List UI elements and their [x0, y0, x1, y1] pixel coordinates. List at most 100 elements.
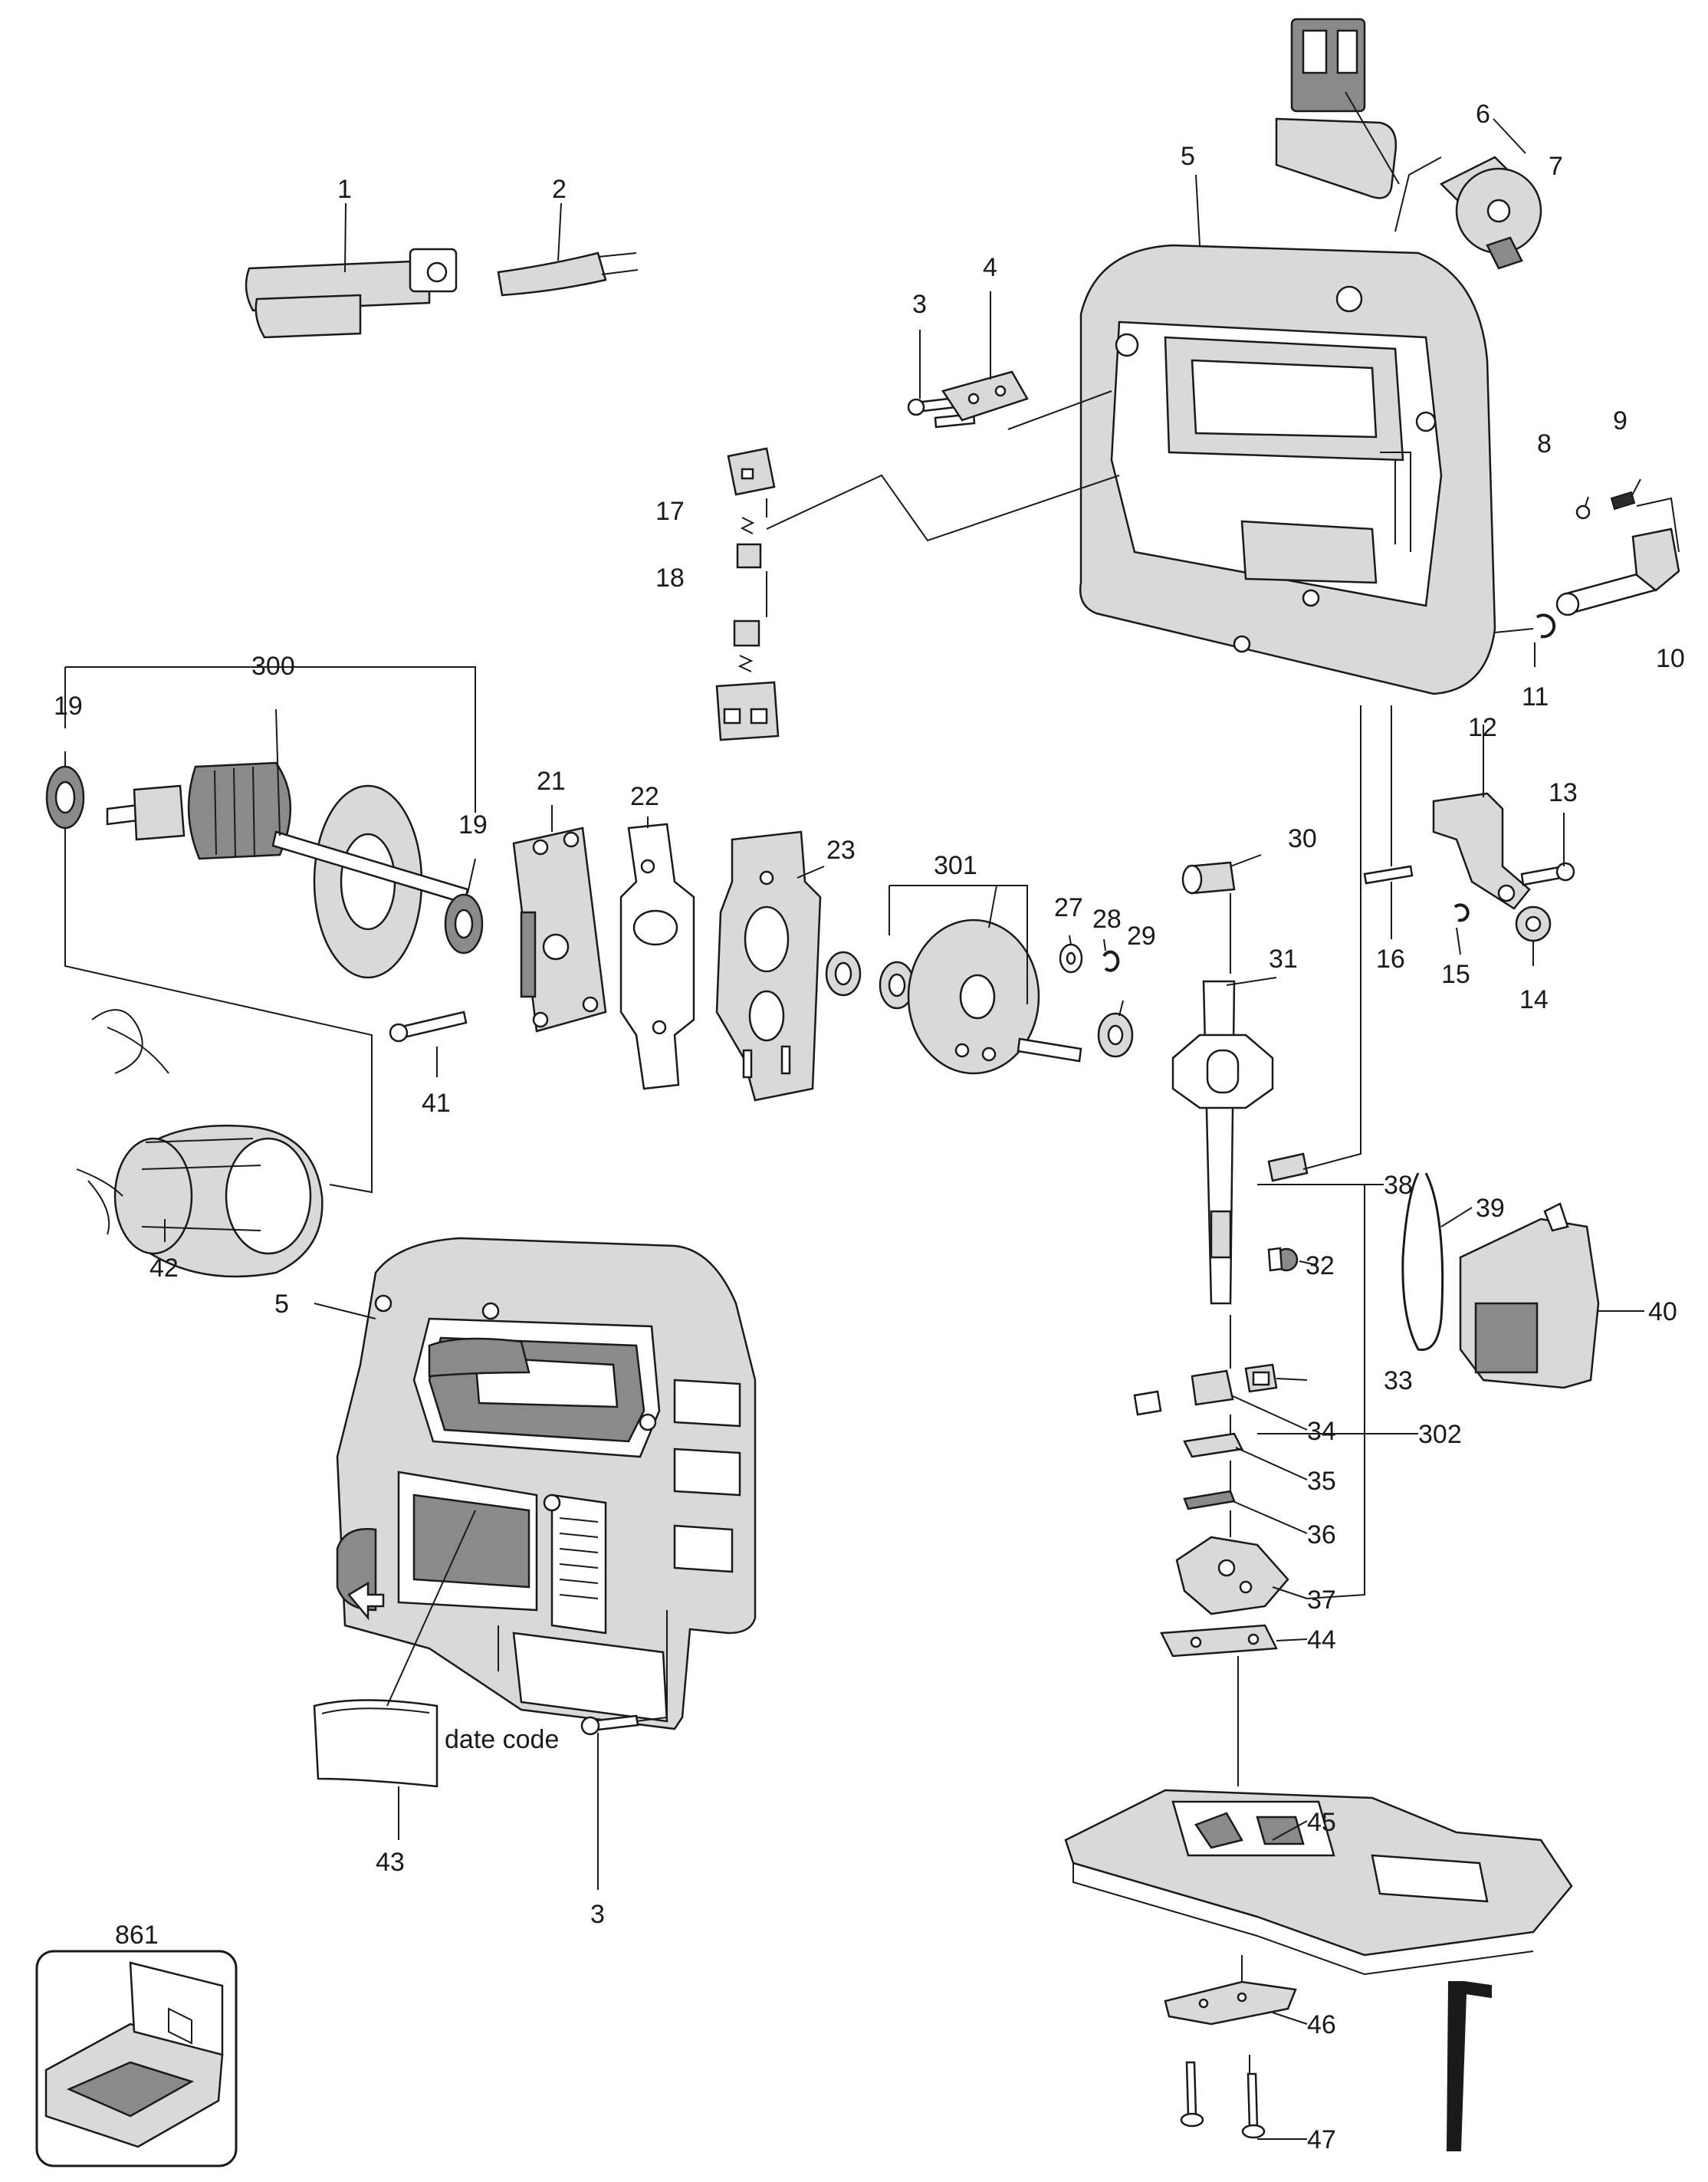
part-42-field-coil — [76, 1009, 324, 1278]
part-15-e-clip — [1453, 903, 1470, 922]
callout-5-bottom: 5 — [274, 1290, 289, 1319]
part-6-switch — [1275, 18, 1398, 199]
part-37-clamp-body — [1175, 1536, 1289, 1615]
leader-lines — [64, 91, 1680, 2140]
part-27-washer — [1059, 943, 1083, 974]
part-36-shim — [1183, 1490, 1236, 1510]
callout-16: 16 — [1376, 945, 1405, 974]
part-29-roller — [1097, 1012, 1134, 1058]
part-2-power-cord — [497, 251, 639, 297]
callout-11: 11 — [1522, 682, 1549, 711]
part-44-base-plate-insert — [1160, 1624, 1278, 1658]
callout-6: 6 — [1476, 100, 1490, 129]
callout-18: 18 — [655, 564, 685, 593]
part-48-hex-key — [1446, 1981, 1492, 2151]
part-14-bushing — [1515, 905, 1552, 942]
part-31-plunger — [1171, 980, 1274, 1305]
part-3-screw-bottom — [580, 1714, 639, 1736]
part-5-housing-assembled — [336, 1237, 757, 1730]
part-33-clamp-piece — [1244, 1363, 1278, 1393]
date-code-label: date code — [445, 1725, 559, 1754]
part-10-lever — [1555, 527, 1680, 616]
callout-3-top: 3 — [912, 290, 927, 319]
callout-5-top: 5 — [1181, 142, 1195, 171]
callout-47: 47 — [1307, 2125, 1336, 2154]
part-301-gear-assembly — [825, 918, 1082, 1075]
part-19-bearing-left — [45, 765, 85, 830]
callout-10: 10 — [1656, 644, 1685, 673]
part-47-screws — [1180, 2061, 1266, 2139]
callout-45: 45 — [1307, 1808, 1336, 1837]
callout-4: 4 — [983, 253, 997, 282]
part-35-clamp-plate — [1183, 1432, 1243, 1458]
callout-12: 12 — [1468, 713, 1497, 742]
part-43-label-plate — [313, 1699, 438, 1788]
part-12-bracket — [1432, 792, 1531, 910]
part-19-bearing-right — [444, 893, 484, 955]
callout-861: 861 — [115, 1921, 159, 1950]
callout-17: 17 — [655, 497, 685, 526]
callout-2: 2 — [552, 175, 567, 204]
part-39-wire-guard — [1401, 1172, 1444, 1351]
callout-43: 43 — [376, 1848, 405, 1877]
callout-301: 301 — [934, 851, 977, 880]
callout-33: 33 — [1384, 1366, 1413, 1395]
callout-46: 46 — [1307, 2010, 1336, 2039]
part-13-screw — [1520, 862, 1575, 886]
callout-3-bottom: 3 — [590, 1900, 605, 1929]
part-22-gasket — [619, 823, 695, 1090]
part-8-ball — [1575, 504, 1591, 520]
callout-30: 30 — [1288, 824, 1317, 853]
part-1-cord-guard — [245, 248, 458, 339]
part-5-housing-half — [1079, 244, 1496, 695]
callout-37: 37 — [1307, 1586, 1336, 1615]
callout-44: 44 — [1307, 1625, 1336, 1655]
callout-41: 41 — [422, 1089, 451, 1118]
callout-38: 38 — [1384, 1171, 1413, 1200]
callout-42: 42 — [149, 1254, 179, 1283]
part-21-bearing-plate — [512, 826, 607, 1033]
part-46-rail — [1164, 1980, 1297, 2026]
part-41-screw — [389, 1010, 468, 1043]
callout-302: 302 — [1418, 1420, 1462, 1449]
callout-labels: 1 2 3 4 5 6 7 8 9 10 11 12 13 14 15 16 1… — [54, 100, 1685, 2154]
callout-40: 40 — [1648, 1297, 1677, 1326]
callout-7: 7 — [1549, 152, 1563, 181]
callout-36: 36 — [1307, 1520, 1336, 1549]
callout-39: 39 — [1476, 1194, 1505, 1223]
callout-23: 23 — [826, 836, 856, 865]
part-11-clip — [1536, 613, 1556, 639]
callout-300: 300 — [251, 652, 295, 681]
part-34-blade-clamp — [1133, 1369, 1234, 1416]
callout-1: 1 — [337, 175, 352, 204]
callout-31: 31 — [1269, 945, 1298, 974]
callout-19-right: 19 — [458, 810, 488, 840]
part-45-shoe — [1064, 1789, 1573, 1976]
part-23-gear-plate — [715, 830, 822, 1102]
part-40-blade-guard — [1459, 1202, 1600, 1389]
part-300-armature — [106, 761, 469, 979]
callout-29: 29 — [1127, 922, 1156, 951]
part-30-guide-block — [1181, 861, 1236, 895]
callout-35: 35 — [1307, 1467, 1336, 1496]
callout-13: 13 — [1549, 778, 1578, 807]
part-4-cord-clamp — [941, 370, 1029, 422]
callout-15: 15 — [1441, 960, 1470, 989]
part-18-carbon-brush — [715, 517, 780, 741]
part-32-screw — [1267, 1247, 1299, 1272]
callout-9: 9 — [1613, 406, 1628, 435]
part-28-clip — [1102, 950, 1120, 972]
callout-27: 27 — [1054, 893, 1083, 922]
callout-8: 8 — [1537, 429, 1552, 458]
part-7-speed-dial — [1439, 156, 1542, 270]
callout-21: 21 — [537, 767, 566, 796]
part-17-brush-holder — [727, 447, 776, 496]
callout-14: 14 — [1519, 985, 1549, 1014]
callout-32: 32 — [1306, 1251, 1335, 1280]
callout-34: 34 — [1307, 1417, 1336, 1446]
part-861-carry-case — [35, 1950, 238, 2167]
part-38-guide — [1267, 1152, 1309, 1182]
callout-28: 28 — [1092, 905, 1122, 934]
callout-22: 22 — [630, 782, 659, 811]
